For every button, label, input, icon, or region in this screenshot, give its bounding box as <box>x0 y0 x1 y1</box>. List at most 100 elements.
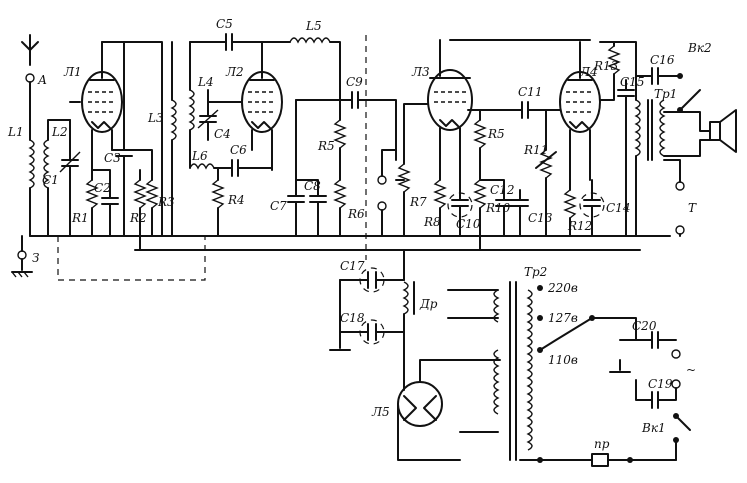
resistor-r12 <box>563 179 577 237</box>
c18-label: C18 <box>340 311 365 325</box>
c17-label: C17 <box>340 259 365 273</box>
r2-label: R2 <box>129 211 147 225</box>
r5b-label: R5 <box>487 127 505 141</box>
power-switch-vk1[interactable] <box>673 413 691 461</box>
c12-label: C12 <box>490 183 514 197</box>
tube-l3 <box>403 39 591 181</box>
coil-l3 <box>170 41 177 237</box>
coil-l4-label: L4 <box>197 75 214 89</box>
r6-label: R6 <box>347 207 365 221</box>
tap-110-label: 110в <box>548 353 578 367</box>
coil-l1 <box>28 119 35 237</box>
capacitor-c15 <box>617 79 635 237</box>
capacitor-c17 <box>339 267 405 293</box>
c9-label: C9 <box>346 75 363 89</box>
capacitor-c18 <box>339 319 405 345</box>
speaker-icon <box>663 109 737 157</box>
c7-label: C7 <box>270 199 287 213</box>
capacitor-c12-c13 <box>479 179 529 237</box>
vk2-label: Вк2 <box>687 41 712 55</box>
tube-l3-label: Л3 <box>411 65 430 79</box>
tube-l2 <box>207 41 283 171</box>
l5-label: Л5 <box>371 405 390 419</box>
coil-l6-label: L6 <box>191 149 208 163</box>
top-wire-l1 <box>101 41 163 237</box>
fuse-pr <box>519 453 677 467</box>
resistor-r5b <box>473 109 487 251</box>
capacitor-c9 <box>339 91 397 161</box>
tube-l2-label: Л2 <box>225 65 244 79</box>
capacitor-c2 <box>91 169 119 237</box>
capacitor-c20 <box>609 331 677 373</box>
transformer-tr1 <box>599 41 666 237</box>
phones-jacks[interactable] <box>663 159 685 237</box>
tap-220-label: 220в <box>547 281 578 295</box>
c2-label: C2 <box>94 181 111 195</box>
r13-label: R13 <box>593 59 619 73</box>
c5-label: C5 <box>216 17 233 31</box>
capacitor-c1 <box>59 119 81 237</box>
resistor-r3 <box>111 149 159 237</box>
choke-label: Др <box>419 297 438 311</box>
r11-label: R11 <box>523 143 548 157</box>
shield-line-box <box>57 236 206 281</box>
capacitor-c10 <box>447 179 473 237</box>
coil-l2 <box>43 119 71 237</box>
r10-label: R10 <box>485 201 511 215</box>
capacitor-c19 <box>635 379 677 409</box>
switch-vk2[interactable] <box>677 73 701 113</box>
capacitor-c3 <box>115 41 133 237</box>
tr2-label: Тр2 <box>524 265 547 279</box>
c6-label: C6 <box>230 143 247 157</box>
coil-l1-label: L1 <box>7 125 24 139</box>
coil-l4 <box>188 41 195 151</box>
antenna-label: А <box>37 73 47 87</box>
supply-ground-left <box>329 279 351 351</box>
pickup-jacks[interactable] <box>377 149 397 237</box>
vk1-label: Вк1 <box>641 421 666 435</box>
coil-l5-label: L5 <box>305 19 322 33</box>
antenna-symbol <box>21 34 39 121</box>
c1-label: C1 <box>42 173 59 187</box>
capacitor-c11 <box>467 101 547 151</box>
capacitor-c5 <box>189 33 291 51</box>
c15-label: C15 <box>620 75 644 89</box>
potentiometer-r11[interactable] <box>535 149 557 237</box>
rectifier-tube-l5 <box>397 359 501 461</box>
voltage-selector[interactable] <box>537 285 637 353</box>
tr1-label: Тр1 <box>654 87 677 101</box>
r4-label: R4 <box>227 193 245 207</box>
c3-label: C3 <box>104 151 121 165</box>
r3-label: R3 <box>157 195 175 209</box>
capacitor-c6 <box>213 159 273 177</box>
c4-label: C4 <box>214 127 231 141</box>
fuse-label: пр <box>594 437 610 451</box>
resistor-r1 <box>85 169 99 237</box>
r12-label: R12 <box>567 219 592 233</box>
choke-dr <box>402 249 415 391</box>
capacitor-c16 <box>635 67 681 85</box>
c10-label: C10 <box>456 217 481 231</box>
c20-label: C20 <box>632 319 657 333</box>
resistor-r2 <box>133 169 147 251</box>
potentiometer-r7[interactable] <box>395 163 411 237</box>
resistor-r5-r6 <box>295 99 347 237</box>
r7-label: R7 <box>409 195 427 209</box>
capacitor-c7-c8 <box>287 99 327 237</box>
capacitor-c14 <box>579 179 605 237</box>
ground-label: З <box>32 251 39 265</box>
phones-label: Т <box>688 201 697 215</box>
mains-plug[interactable] <box>671 349 681 389</box>
r1-label: R1 <box>71 211 89 225</box>
transformer-tr2 <box>447 281 533 461</box>
c13-label: C13 <box>528 211 553 225</box>
ground-terminal <box>11 235 33 278</box>
c14-label: C14 <box>606 201 630 215</box>
c11-label: C11 <box>518 85 542 99</box>
c16-label: C16 <box>650 53 675 67</box>
coil-l3-label: L3 <box>147 111 164 125</box>
c8-label: C8 <box>304 179 321 193</box>
tube-l4-label: Л4 <box>579 65 598 79</box>
